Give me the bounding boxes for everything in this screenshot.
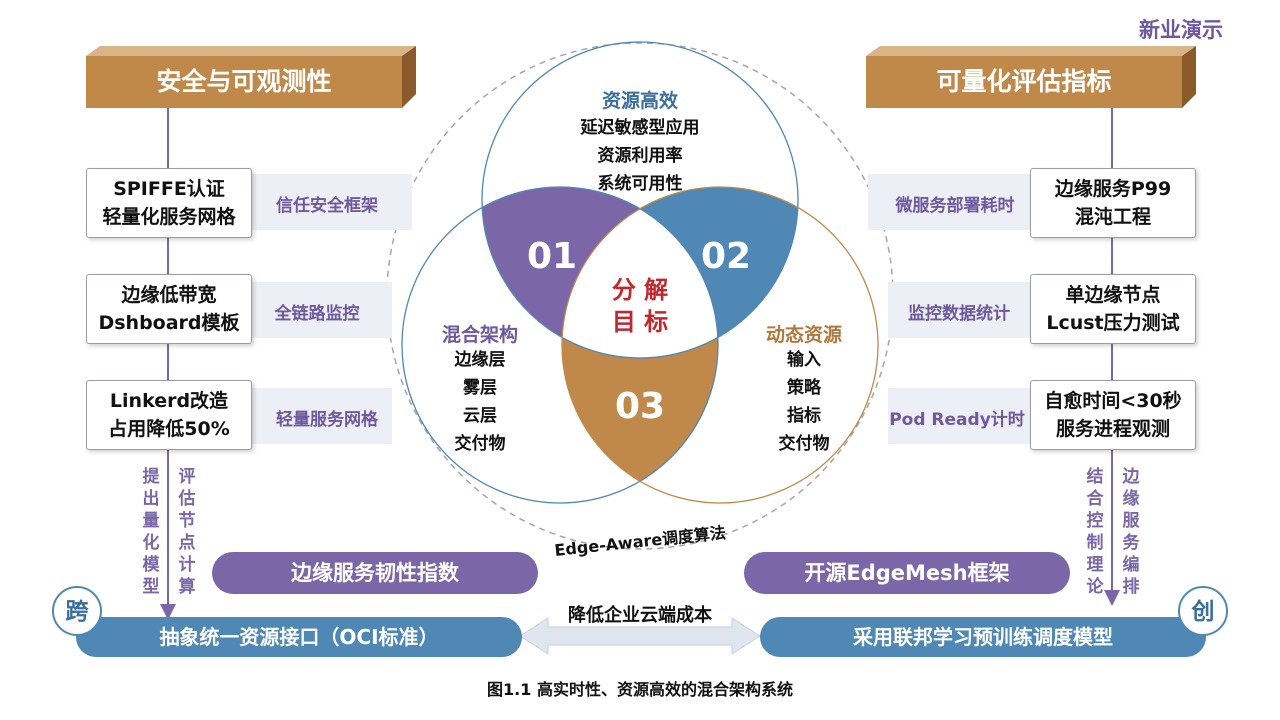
venn-top-lines: 延迟敏感型应用 资源利用率 系统可用性: [540, 114, 740, 198]
left-box-1-line2: 轻量化服务网格: [102, 206, 236, 228]
right-tag-2: 监控数据统计: [908, 304, 1010, 324]
left-pill: 边缘服务韧性指数: [212, 552, 538, 594]
right-pill: 开源EdgeMesh框架: [744, 552, 1070, 594]
right-box-3: 自愈时间<30秒 服务进程观测: [1030, 380, 1196, 450]
venn-top-line-3: 系统可用性: [597, 174, 683, 194]
venn-center-line-2: 目 标: [611, 308, 669, 336]
venn-left-line-1: 边缘层: [454, 350, 506, 370]
venn-center-region: [562, 187, 718, 358]
left-box-3-line2: 占用降低50%: [108, 418, 230, 440]
right-vertical-text-2: 边缘服务编排: [1122, 467, 1140, 597]
venn-top-title: 资源高效: [601, 90, 678, 112]
venn-number-01: 01: [526, 236, 578, 277]
right-box-2-line1: 单边缘节点: [1065, 284, 1161, 306]
venn-number-02: 02: [700, 236, 752, 277]
left-box-1-line1: SPIFFE认证: [113, 178, 225, 200]
left-box-3: Linkerd改造 占用降低50%: [86, 380, 252, 450]
venn-left-line-3: 云层: [463, 406, 497, 426]
figure-caption: 图1.1 高实时性、资源高效的混合架构系统: [487, 680, 793, 699]
right-band-2: [888, 282, 1030, 338]
venn-right-line-2: 策略: [787, 378, 821, 398]
venn-top-line-1: 延迟敏感型应用: [580, 118, 700, 138]
right-vertical-text-1: 结合控制理论: [1086, 467, 1104, 597]
left-banner-title: 安全与可观测性: [86, 56, 402, 108]
venn-number-03: 03: [614, 386, 666, 427]
left-band-2: [252, 282, 392, 338]
left-vertical-text-1: 提出量化模型: [142, 467, 160, 597]
right-box-1-line1: 边缘服务P99: [1054, 178, 1172, 200]
left-tag-1: 信任安全框架: [276, 196, 378, 216]
venn-left-lines: 边缘层 雾层 云层 交付物: [420, 346, 540, 458]
venn-circle-top: [481, 41, 799, 359]
left-bar: 抽象统一资源接口（OCI标准）: [76, 617, 522, 657]
right-box-1: 边缘服务P99 混沌工程: [1030, 168, 1196, 238]
venn-right-line-3: 指标: [787, 406, 821, 426]
middle-label: 降低企业云端成本: [568, 605, 712, 626]
left-vertical-text-2: 评估节点计算: [178, 467, 196, 597]
right-band-3: [888, 388, 1030, 444]
right-banner: 可量化评估指标: [866, 46, 1196, 108]
venn-right-line-1: 输入: [787, 350, 821, 370]
right-box-2: 单边缘节点 Lcust压力测试: [1030, 274, 1196, 344]
right-banner-title: 可量化评估指标: [866, 56, 1182, 108]
left-badge: 跨: [52, 586, 102, 636]
venn-right-lines: 输入 策略 指标 交付物: [744, 346, 864, 458]
venn-right-title: 动态资源: [765, 324, 842, 346]
left-band-3: [252, 388, 392, 444]
right-badge: 创: [1178, 586, 1228, 636]
venn-right-line-4: 交付物: [778, 434, 830, 454]
left-banner: 安全与可观测性: [86, 46, 416, 108]
left-box-3-line1: Linkerd改造: [109, 390, 229, 412]
right-box-1-line2: 混沌工程: [1074, 206, 1151, 228]
venn-left-line-2: 雾层: [463, 378, 497, 398]
venn-center-label: 分 解 目 标: [590, 274, 690, 338]
venn-top-line-2: 资源利用率: [597, 146, 683, 166]
right-band-1: [868, 174, 1030, 230]
right-box-2-line2: Lcust压力测试: [1046, 312, 1180, 334]
venn-left-title: 混合架构: [441, 324, 518, 346]
left-tag-2: 全链路监控: [274, 304, 360, 324]
brand-label: 新业演示: [1139, 18, 1223, 42]
left-box-2: 边缘低带宽 Dshboard模板: [86, 274, 252, 344]
left-band-1: [252, 174, 412, 230]
venn-circle-left: [401, 186, 719, 504]
right-box-3-line2: 服务进程观测: [1055, 418, 1170, 440]
venn-circle-right: [561, 186, 879, 504]
left-box-2-line1: 边缘低带宽: [121, 284, 217, 306]
venn-left-line-4: 交付物: [454, 434, 506, 454]
right-tag-1: 微服务部署耗时: [895, 196, 1015, 216]
left-box-2-line2: Dshboard模板: [98, 312, 240, 334]
venn-center-line-1: 分 解: [611, 276, 669, 304]
right-box-3-line1: 自愈时间<30秒: [1044, 390, 1182, 412]
left-box-1: SPIFFE认证 轻量化服务网格: [86, 168, 252, 238]
right-bar: 采用联邦学习预训练调度模型: [760, 617, 1206, 657]
right-tag-3: Pod Ready计时: [889, 410, 1025, 430]
left-tag-3: 轻量服务网格: [276, 410, 378, 430]
